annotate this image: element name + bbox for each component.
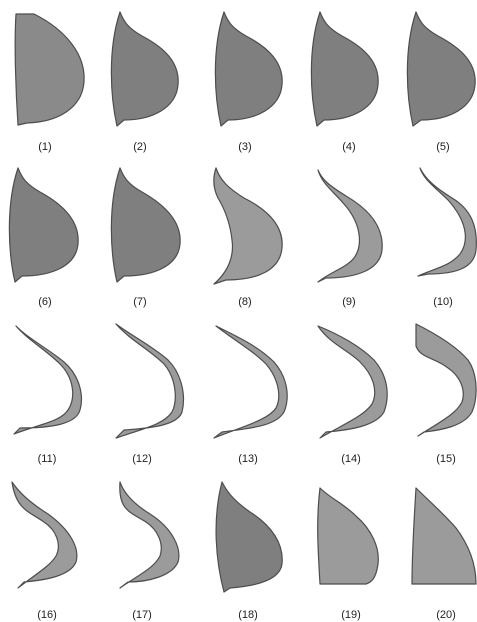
shape-label-17: (17) bbox=[132, 609, 152, 621]
shape-label-14: (14) bbox=[341, 453, 361, 465]
shape-label-4: (4) bbox=[342, 141, 355, 153]
shape-label-18: (18) bbox=[238, 609, 258, 621]
shape-label-10: (10) bbox=[433, 296, 453, 308]
shape-label-7: (7) bbox=[133, 296, 146, 308]
shape-label-11: (11) bbox=[38, 453, 57, 465]
shape-label-12: (12) bbox=[132, 453, 152, 465]
shape-label-19: (19) bbox=[341, 609, 361, 621]
shape-label-20: (20) bbox=[436, 609, 456, 621]
shape-label-8: (8) bbox=[238, 296, 251, 308]
shape-label-9: (9) bbox=[342, 296, 355, 308]
shape-label-13: (13) bbox=[238, 453, 258, 465]
shape-label-2: (2) bbox=[133, 141, 146, 153]
shape-label-16: (16) bbox=[37, 609, 57, 621]
shape-label-5: (5) bbox=[436, 141, 449, 153]
shape-label-15: (15) bbox=[436, 453, 456, 465]
shape-label-6: (6) bbox=[38, 296, 51, 308]
shape-label-3: (3) bbox=[238, 141, 251, 153]
shape-label-1: (1) bbox=[38, 141, 51, 153]
